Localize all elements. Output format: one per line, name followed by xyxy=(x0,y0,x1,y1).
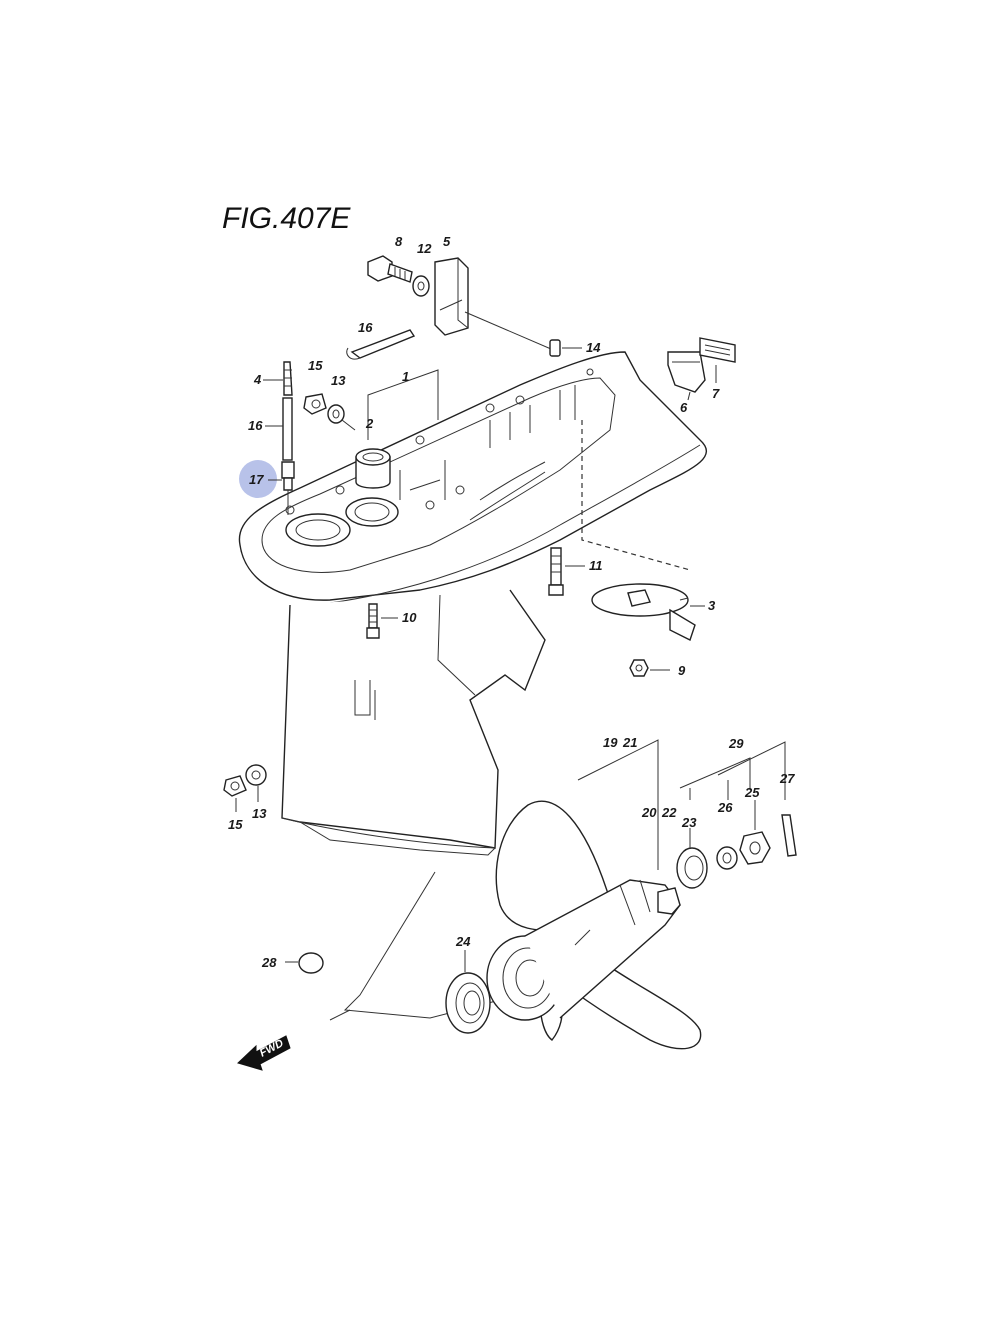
part-3-anode xyxy=(591,583,696,641)
part-26-washer xyxy=(716,846,738,870)
callout-19: 19 xyxy=(603,735,618,750)
callout-8: 8 xyxy=(395,234,403,249)
part-11-bolt xyxy=(548,547,564,596)
callout-15-top: 15 xyxy=(308,358,323,373)
callout-28: 28 xyxy=(261,955,277,970)
figure-title: FIG.407E xyxy=(222,202,351,235)
callout-5: 5 xyxy=(443,234,451,249)
callout-9: 9 xyxy=(678,663,686,678)
callout-4: 4 xyxy=(253,372,262,387)
part-13-washer-low xyxy=(245,764,267,786)
callout-14: 14 xyxy=(586,340,601,355)
callout-21: 21 xyxy=(622,735,637,750)
callout-15-low: 15 xyxy=(228,817,243,832)
callout-24: 24 xyxy=(455,934,471,949)
skeg-tip xyxy=(329,1009,351,1021)
part-7-clip xyxy=(699,337,736,363)
callout-11: 11 xyxy=(589,558,603,573)
callout-16-strap: 16 xyxy=(358,320,373,335)
part-28-plug xyxy=(298,952,324,974)
part-13-washer-top xyxy=(327,404,345,424)
callout-16-pipe: 16 xyxy=(248,418,263,433)
part-2-bushing xyxy=(355,448,391,489)
part-4-stud xyxy=(283,361,293,396)
callout-3: 3 xyxy=(708,598,716,613)
part-24-spacer xyxy=(445,972,491,1034)
callout-20: 20 xyxy=(641,805,657,820)
callout-6: 6 xyxy=(680,400,688,415)
part-5-cover xyxy=(434,257,469,336)
callout-labels: 8 12 5 16 14 15 13 4 1 6 7 2 16 17 11 3 … xyxy=(228,234,795,970)
part-6-bracket xyxy=(667,351,706,393)
fwd-arrow-icon: FWD xyxy=(237,1035,291,1071)
highlight-marker xyxy=(239,460,277,498)
callout-7: 7 xyxy=(712,386,720,401)
part-16-strap xyxy=(346,329,416,360)
part-27-cotter-pin xyxy=(781,814,797,857)
part-23-spacer xyxy=(676,847,708,889)
callout-25: 25 xyxy=(744,785,760,800)
part-15-grommet-top xyxy=(303,393,327,415)
part-14-pin xyxy=(549,339,561,357)
callout-26: 26 xyxy=(717,800,733,815)
callout-27: 27 xyxy=(779,771,795,786)
part-25-nut xyxy=(739,831,771,865)
part-12-washer xyxy=(412,275,430,297)
callout-29: 29 xyxy=(728,736,744,751)
callout-23: 23 xyxy=(681,815,697,830)
callout-1: 1 xyxy=(402,369,409,384)
callout-2: 2 xyxy=(365,416,374,431)
callout-10: 10 xyxy=(402,610,417,625)
callout-13-top: 13 xyxy=(331,373,346,388)
propeller xyxy=(486,800,702,1050)
part-10-bolt xyxy=(366,603,380,639)
gear-case-housing xyxy=(238,351,707,856)
part-9-bolt xyxy=(629,659,649,677)
callout-17: 17 xyxy=(249,472,264,487)
callout-22: 22 xyxy=(661,805,677,820)
callout-13-low: 13 xyxy=(252,806,267,821)
callout-12: 12 xyxy=(417,241,432,256)
part-8-bolt xyxy=(367,255,413,283)
part-16-pipe xyxy=(282,397,293,461)
part-15-grommet-low xyxy=(223,775,247,797)
part-17-fitting xyxy=(281,461,295,491)
